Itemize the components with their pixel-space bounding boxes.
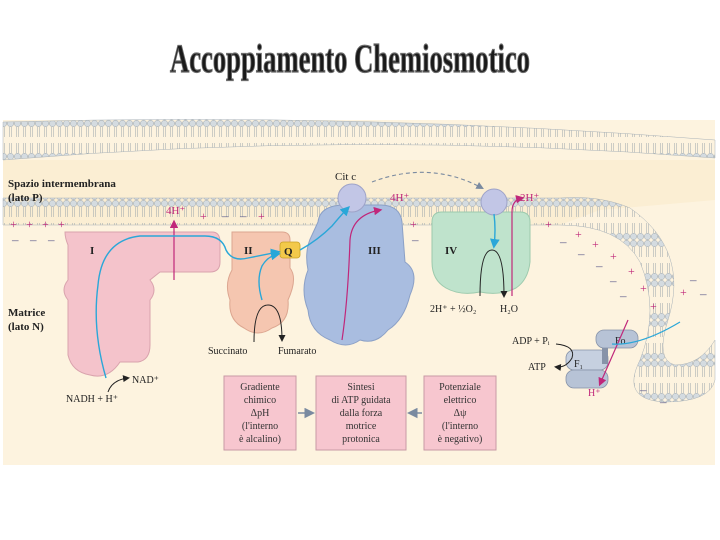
svg-text:–: – xyxy=(47,232,55,247)
svg-text:+: + xyxy=(650,299,657,313)
box-middle-line-5: protonica xyxy=(342,434,380,445)
info-box-electric-potential: Potenziale elettrico Δψ (l'interno è neg… xyxy=(423,375,497,451)
info-box-atp-synthesis: Sintesi di ATP guidata dalla forza motri… xyxy=(315,375,407,451)
fumarate-label: Fumarato xyxy=(278,346,316,357)
box-middle-line-1: Sintesi xyxy=(347,382,374,393)
box-middle-line-2: di ATP guidata xyxy=(331,395,391,406)
intermembrane-label: Spazio intermembrana xyxy=(8,178,116,190)
svg-text:+: + xyxy=(42,217,49,231)
protons-2h: 2H⁺ xyxy=(520,192,539,204)
atp-label: ATP xyxy=(528,362,546,373)
water-reaction-reactants: 2H⁺ + ½O₂ xyxy=(430,304,476,315)
svg-text:–: – xyxy=(699,286,707,301)
box-right-line-3: Δψ xyxy=(454,408,467,419)
nadh-oxidation-arrow xyxy=(107,375,130,393)
matrix-label: Matrice xyxy=(8,307,45,319)
box-right-line-1: Potenziale xyxy=(439,382,481,393)
box-middle-line-3: dalla forza xyxy=(340,408,383,419)
svg-text:+: + xyxy=(10,217,17,231)
svg-text:–: – xyxy=(221,208,229,223)
svg-text:+: + xyxy=(628,264,635,278)
svg-text:+: + xyxy=(575,227,582,241)
outer-membrane xyxy=(2,119,716,161)
proton-arrow-atp-synthase xyxy=(598,319,629,387)
proton-arrow-complex-iii xyxy=(341,206,383,341)
svg-text:+: + xyxy=(58,217,65,231)
atp-formation-arrow xyxy=(554,343,574,371)
svg-text:–: – xyxy=(689,272,697,287)
svg-text:–: – xyxy=(239,208,247,223)
succinate-fumarate-arrow xyxy=(253,304,286,343)
complex-ii-label: II xyxy=(244,245,253,257)
h-plus-bottom: H⁺ xyxy=(588,388,601,399)
complex-iii-label: III xyxy=(368,245,381,257)
complex-iv xyxy=(431,211,531,294)
svg-text:+: + xyxy=(592,237,599,251)
fo-label: Fo xyxy=(615,336,626,347)
box-right-line-2: elettrico xyxy=(444,395,477,406)
box-right-line-5: è negativo) xyxy=(438,434,483,445)
complex-i xyxy=(63,231,221,377)
svg-text:–: – xyxy=(659,394,667,409)
svg-text:–: – xyxy=(29,232,37,247)
matrix-side-label: (lato N) xyxy=(8,321,44,333)
succinate-label: Succinato xyxy=(208,346,247,357)
svg-text:Accoppiamento Chemiosmotico: Accoppiamento Chemiosmotico xyxy=(170,36,530,81)
box-left-line-1: Gradiente xyxy=(240,382,280,393)
adp-label: ADP + Pᵢ xyxy=(512,336,550,347)
svg-text:–: – xyxy=(411,232,419,247)
svg-text:–: – xyxy=(559,234,567,249)
cyt-c-label: Cit c xyxy=(335,171,356,183)
svg-text:+: + xyxy=(680,285,687,299)
svg-text:–: – xyxy=(595,258,603,273)
protons-4h-mid: 4H⁺ xyxy=(390,192,409,204)
svg-text:+: + xyxy=(545,217,552,231)
svg-text:–: – xyxy=(639,382,647,397)
quinone-label: Q xyxy=(284,246,293,258)
nad-label: NAD⁺ xyxy=(132,375,159,386)
svg-text:–: – xyxy=(11,232,19,247)
svg-text:+: + xyxy=(200,209,207,223)
proton-arrow-complex-iv xyxy=(511,195,525,297)
svg-text:+: + xyxy=(610,249,617,263)
box-left-line-3: ΔpH xyxy=(251,408,270,419)
box-left-line-2: chimico xyxy=(244,395,276,406)
info-box-chemical-gradient: Gradiente chimico ΔpH (l'interno è alcal… xyxy=(223,375,297,451)
water-reaction-product: H₂O xyxy=(500,304,518,315)
electron-path-atp-synthase xyxy=(611,321,681,345)
svg-text:–: – xyxy=(619,288,627,303)
box-left-line-4: (l'interno xyxy=(242,421,278,432)
svg-text:+: + xyxy=(26,217,33,231)
electron-path-complex-iv xyxy=(490,213,500,249)
complex-iv-label: IV xyxy=(445,245,457,257)
complex-i-label: I xyxy=(90,245,94,257)
cyt-c-transfer-arrow xyxy=(371,171,484,190)
complex-iii xyxy=(303,204,415,346)
electron-path-complex-iii xyxy=(299,206,350,251)
f1-label: F₁ xyxy=(574,359,583,370)
electron-path-complex-ii xyxy=(258,250,281,301)
electron-path-complex-i xyxy=(95,235,281,379)
inner-membrane xyxy=(2,197,716,403)
water-formation-arrow xyxy=(479,249,508,298)
cyt-c-on-iv xyxy=(480,188,508,216)
nadh-label: NADH + H⁺ xyxy=(66,394,118,405)
svg-text:+: + xyxy=(640,281,647,295)
intermembrane-side-label: (lato P) xyxy=(8,192,43,204)
title: Accoppiamento Chemiosmotico xyxy=(169,35,530,81)
cyt-c-on-iii xyxy=(337,183,367,213)
svg-text:–: – xyxy=(609,273,617,288)
box-left-line-5: è alcalino) xyxy=(239,434,281,445)
svg-text:–: – xyxy=(577,246,585,261)
svg-text:+: + xyxy=(258,209,265,223)
protons-4h-left: 4H⁺ xyxy=(166,205,185,217)
negative-charges: ––– –––– –––– –––– xyxy=(11,208,707,409)
svg-text:+: + xyxy=(410,217,417,231)
box-right-line-4: (l'interno xyxy=(442,421,478,432)
box-middle-line-4: motrice xyxy=(346,421,377,432)
